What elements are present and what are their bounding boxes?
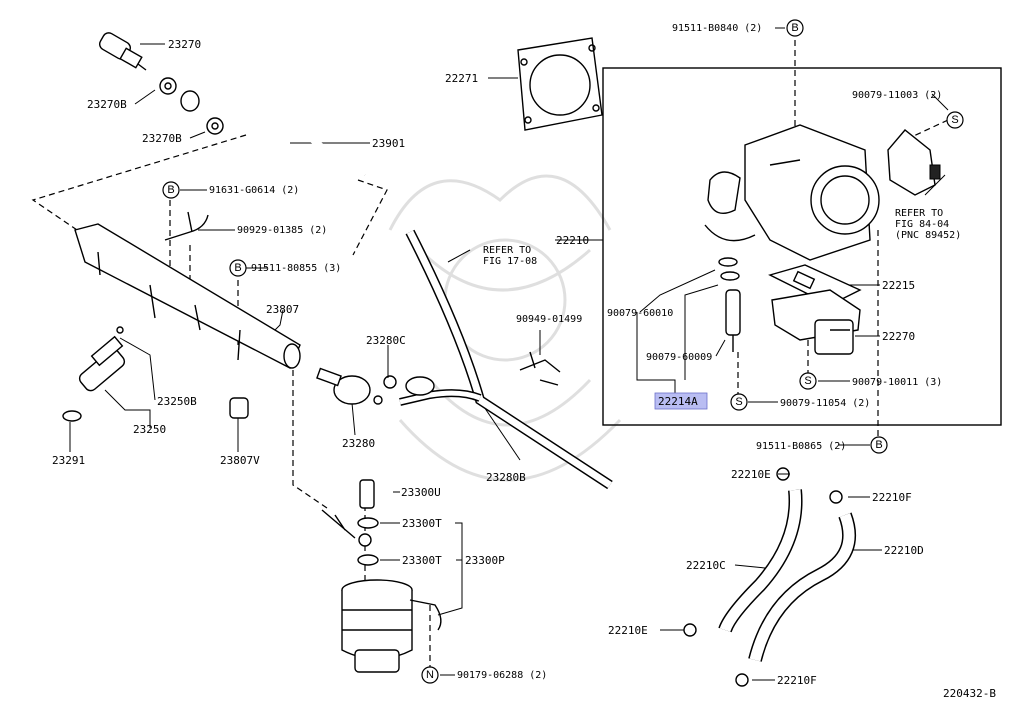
label-90949-01499[interactable]: 90949-01499	[516, 314, 582, 325]
label-23270b-2[interactable]: 23270B	[142, 132, 182, 145]
label-22210[interactable]: 22210	[556, 234, 589, 247]
part-90079-o-rings	[718, 257, 740, 281]
label-23270b-1[interactable]: 23270B	[87, 98, 127, 111]
part-23300u-union-bolt	[359, 479, 375, 509]
part-23250-injector	[78, 326, 126, 392]
label-23300t-1[interactable]: 23300T	[402, 517, 442, 530]
part-fuel-line-fitting	[321, 509, 372, 547]
label-90079-60009[interactable]: 90079-60009	[646, 352, 712, 363]
label-22210e-1[interactable]: 22210E	[731, 468, 771, 481]
label-22210f-2[interactable]: 22210F	[777, 674, 817, 687]
label-refer-fig-84-04-line2[interactable]: FIG 84-04	[895, 219, 949, 230]
label-22210d[interactable]: 22210D	[884, 544, 924, 557]
label-90079-11054[interactable]: 90079-11054 (2)	[780, 398, 870, 409]
part-23807-fuel-rail	[74, 223, 301, 369]
label-91511-b0840[interactable]: 91511-B0840 (2)	[672, 23, 762, 34]
part-90929-clamp	[164, 211, 209, 241]
part-23300t-gasket-2	[357, 554, 379, 566]
label-90179-06288[interactable]: 90179-06288 (2)	[457, 670, 547, 681]
diagram-id: 220432-B	[943, 687, 996, 700]
label-23270[interactable]: 23270	[168, 38, 201, 51]
part-23807v-insulator	[229, 397, 249, 419]
label-22210f-1[interactable]: 22210F	[872, 491, 912, 504]
label-refer-fig-17-08-line2[interactable]: FIG 17-08	[483, 256, 537, 267]
label-refer-fig-84-04-line3[interactable]: (PNC 89452)	[895, 230, 961, 241]
label-23250b[interactable]: 23250B	[157, 395, 197, 408]
part-23270b-gasket-1	[159, 77, 177, 95]
highlight-22214a	[654, 392, 708, 410]
label-22215[interactable]: 22215	[882, 279, 915, 292]
svg-text:B: B	[167, 184, 174, 196]
part-23280b-fuel-pipe	[399, 229, 613, 490]
svg-text:N: N	[426, 669, 434, 681]
svg-text:B: B	[234, 262, 241, 274]
leader-lines	[69, 27, 949, 681]
symbol-b-91511-b0865: B	[870, 436, 888, 454]
svg-text:S: S	[735, 396, 742, 408]
watermark-emblem	[388, 174, 622, 482]
symbol-b-91631: B	[162, 181, 180, 199]
part-23300p-fuel-filter	[341, 579, 442, 673]
part-throttle-position-sensor	[887, 129, 941, 196]
part-22270-isc-valve	[771, 289, 861, 355]
svg-text:B: B	[875, 439, 882, 451]
part-22214a-valve	[725, 289, 741, 352]
label-90929-01385[interactable]: 90929-01385 (2)	[237, 225, 327, 236]
label-23250[interactable]: 23250	[133, 423, 166, 436]
symbol-s-90079-11003: S	[946, 111, 964, 129]
label-refer-fig-84-04-line1[interactable]: REFER TO	[895, 208, 943, 219]
label-91511-b0865[interactable]: 91511-B0865 (2)	[756, 441, 846, 452]
part-90949-clip	[519, 351, 561, 386]
label-23300u[interactable]: 23300U	[401, 486, 441, 499]
symbol-n-90179: N	[421, 666, 439, 684]
label-23300p[interactable]: 23300P	[465, 554, 505, 567]
label-90079-10011[interactable]: 90079-10011 (3)	[852, 377, 942, 388]
label-23291[interactable]: 23291	[52, 454, 85, 467]
label-23280c[interactable]: 23280C	[366, 334, 406, 347]
part-22210f-clamp-1	[829, 490, 843, 504]
label-23807[interactable]: 23807	[266, 303, 299, 316]
symbol-b-91511-80855: B	[229, 259, 247, 277]
svg-text:S: S	[804, 375, 811, 387]
part-22210e-clamp-1	[776, 467, 790, 481]
symbol-b-91511-b0840: B	[786, 19, 804, 37]
symbol-s-90079-11054: S	[730, 393, 748, 411]
svg-text:B: B	[791, 22, 798, 34]
part-22210d-hose	[748, 512, 856, 662]
label-22210c[interactable]: 22210C	[686, 559, 726, 572]
label-91631-g0614[interactable]: 91631-G0614 (2)	[209, 185, 299, 196]
label-90079-60010[interactable]: 90079-60010	[607, 308, 673, 319]
label-91511-80855[interactable]: 91511-80855 (3)	[251, 263, 341, 274]
part-22210e-clamp-2	[683, 623, 697, 637]
label-22214a[interactable]: 22214A	[658, 395, 698, 408]
throttle-body-detail-frame	[602, 67, 1002, 426]
part-23291-o-ring	[62, 410, 82, 422]
label-23280b[interactable]: 23280B	[486, 471, 526, 484]
svg-text:S: S	[951, 114, 958, 126]
part-22210c-hose	[718, 489, 803, 633]
part-22210f-clamp-2	[735, 673, 749, 687]
part-22210-throttle-body	[704, 124, 880, 261]
label-23901[interactable]: 23901	[372, 137, 405, 150]
part-labels: 23270 23270B 23270B 23901 91631-G0614 (2…	[52, 23, 961, 687]
label-22271[interactable]: 22271	[445, 72, 478, 85]
label-23300t-2[interactable]: 23300T	[402, 554, 442, 567]
label-90079-11003[interactable]: 90079-11003 (2)	[852, 90, 942, 101]
part-23280c-clip	[383, 375, 397, 389]
symbol-s-90079-10011: S	[799, 372, 817, 390]
part-23270-pressure-sensor	[99, 32, 147, 71]
label-22270[interactable]: 22270	[882, 330, 915, 343]
part-22271-gasket	[517, 37, 603, 131]
part-23270b-gasket-2	[206, 117, 224, 135]
label-refer-fig-17-08-line1[interactable]: REFER TO	[483, 245, 531, 256]
label-23807v[interactable]: 23807V	[220, 454, 260, 467]
part-23280-pressure-regulator	[316, 367, 383, 405]
part-23300t-gasket-1	[357, 517, 379, 529]
label-22210e-2[interactable]: 22210E	[608, 624, 648, 637]
part-23901-hose	[180, 85, 367, 178]
label-23280[interactable]: 23280	[342, 437, 375, 450]
